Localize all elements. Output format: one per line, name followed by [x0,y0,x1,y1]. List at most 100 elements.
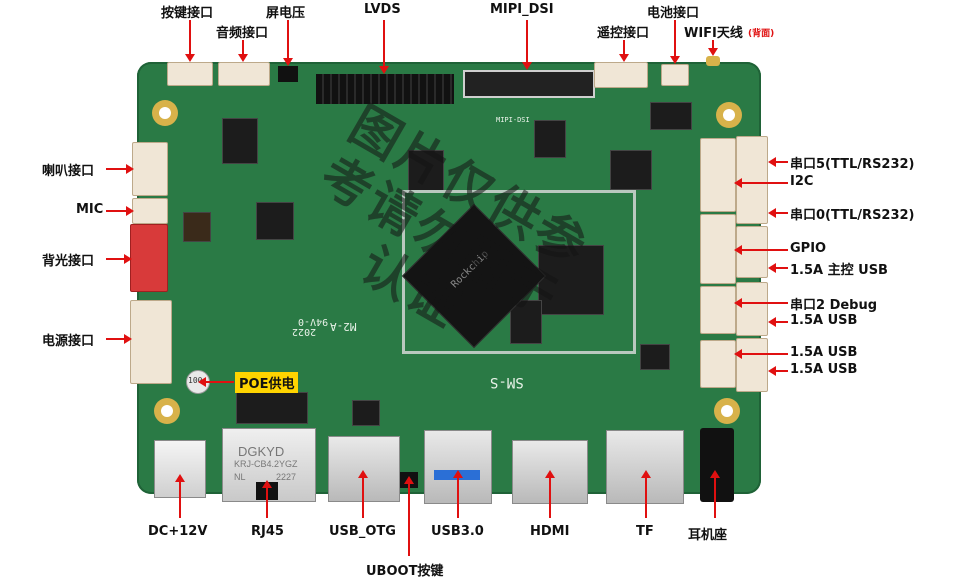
battery-connector [661,64,689,86]
arrowhead-poe-power [198,377,206,387]
chip-lvds [408,150,444,192]
arrow-usb-3 [776,370,788,372]
arrowhead-rj45 [262,480,272,488]
label-lvds: LVDS [364,2,401,17]
arrow-hdmi [549,478,551,518]
chip-ethernet [236,392,308,424]
arrow-screen-voltage [287,20,289,58]
arrowhead-usb-1 [768,317,776,327]
chip-top-left [222,118,258,164]
uart5-connector [700,138,736,212]
label-mipi-dsi: MIPI_DSI [490,2,554,17]
audio-connector [218,62,270,86]
arrow-usb30 [457,478,459,518]
cap-value: 100 [188,376,203,385]
lvds-header [316,74,454,104]
arrowhead-dc12v [175,474,185,482]
arrowhead-remote-port [619,54,629,62]
label-battery-port: 电池接口 [647,6,700,21]
arrowhead-earphone [710,470,720,478]
label-rj45: RJ45 [251,524,284,539]
speaker-connector [132,142,168,196]
label-audio-port: 音频接口 [216,26,269,41]
arrow-uart0 [776,212,788,214]
chip-mipi [534,120,566,158]
power-connector [130,300,172,384]
arrow-rj45 [266,488,268,518]
arrowhead-usb-otg [358,470,368,478]
mipi-silk: MIPI-DSI [496,116,530,124]
arrowhead-hdmi [545,470,555,478]
usb1-connector [736,282,768,336]
label-uart2-debug: 串口2 Debug [790,298,878,313]
mount-hole-bottom-right [714,398,740,424]
arrow-usb-1 [776,321,788,323]
rj45-code: 2227 [276,472,297,482]
usb3-connector [736,338,768,392]
arrow-remote-port [623,40,625,54]
mic-connector [132,198,168,224]
arrow-i2c [742,182,788,184]
label-usb-3: 1.5A USB [790,362,858,377]
chip-lower-right [640,344,670,370]
label-hdmi: HDMI [530,524,570,539]
arrow-audio-port [242,40,244,54]
screen-voltage-header [278,66,298,82]
label-usb-otg: USB_OTG [329,524,396,539]
arrow-battery-port [674,20,676,56]
earphone-jack [700,428,734,502]
mipi-dsi-connector [463,70,595,98]
usb2-connector [700,340,736,388]
arrowhead-audio-port [238,54,248,62]
arrowhead-usb30 [453,470,463,478]
board-name: M2-A [330,320,357,333]
arrowhead-usb-2 [734,349,742,359]
mount-hole-top-right [716,102,742,128]
arrow-dc12v [179,482,181,518]
board-year: 2022 [292,326,317,337]
arrowhead-i2c [734,178,742,188]
arrow-lvds [383,20,385,66]
arrow-usb-2 [742,353,788,355]
label-dc12v: DC+12V [148,524,208,539]
mount-hole-top-left [152,100,178,126]
chip-right-2 [650,102,692,130]
arrow-speaker-port [106,168,126,170]
arrow-mic [106,210,126,212]
arrow-power-port [106,338,124,340]
rj45-model: KRJ-CB4.2YGZ [234,459,298,469]
arrowhead-mipi-dsi [522,62,532,70]
chip-emmc [510,300,542,344]
label-uart5: 串口5(TTL/RS232) [790,157,915,172]
label-remote-port: 遥控接口 [597,26,650,41]
arrowhead-backlight-port [124,254,132,264]
label-power-port: 电源接口 [42,334,95,349]
chip-audio-amp [256,202,294,240]
arrowhead-mic [126,206,134,216]
usb30-jack [424,430,492,504]
rj45-brand: DGKYD [238,444,285,459]
arrow-tf [645,478,647,518]
remote-connector [594,62,648,88]
arrow-key-port [189,20,191,54]
label-speaker-port: 喇叭接口 [42,164,95,179]
arrowhead-power-port [124,334,132,344]
arrowhead-uboot [404,476,414,484]
label-key-port: 按键接口 [161,6,214,21]
label-i2c: I2C [790,174,814,189]
arrow-backlight-port [106,258,124,260]
arrow-wifi-antenna [712,40,714,50]
label-screen-voltage: 屏电压 [266,6,306,21]
label-wifi-antenna: WIFI天线 [684,26,743,41]
label-uart0: 串口0(TTL/RS232) [790,208,915,223]
arrowhead-speaker-port [126,164,134,174]
rj45-nl: NL [234,472,246,482]
chip-lower-mid [352,400,380,426]
arrow-gpio [742,249,788,251]
label-usb30: USB3.0 [431,524,484,539]
label-mic: MIC [76,202,104,217]
gpio-connector [700,214,736,284]
wifi-antenna-pad [706,56,720,66]
arrow-uart5 [776,161,788,163]
arrowhead-uart2-debug [734,298,742,308]
